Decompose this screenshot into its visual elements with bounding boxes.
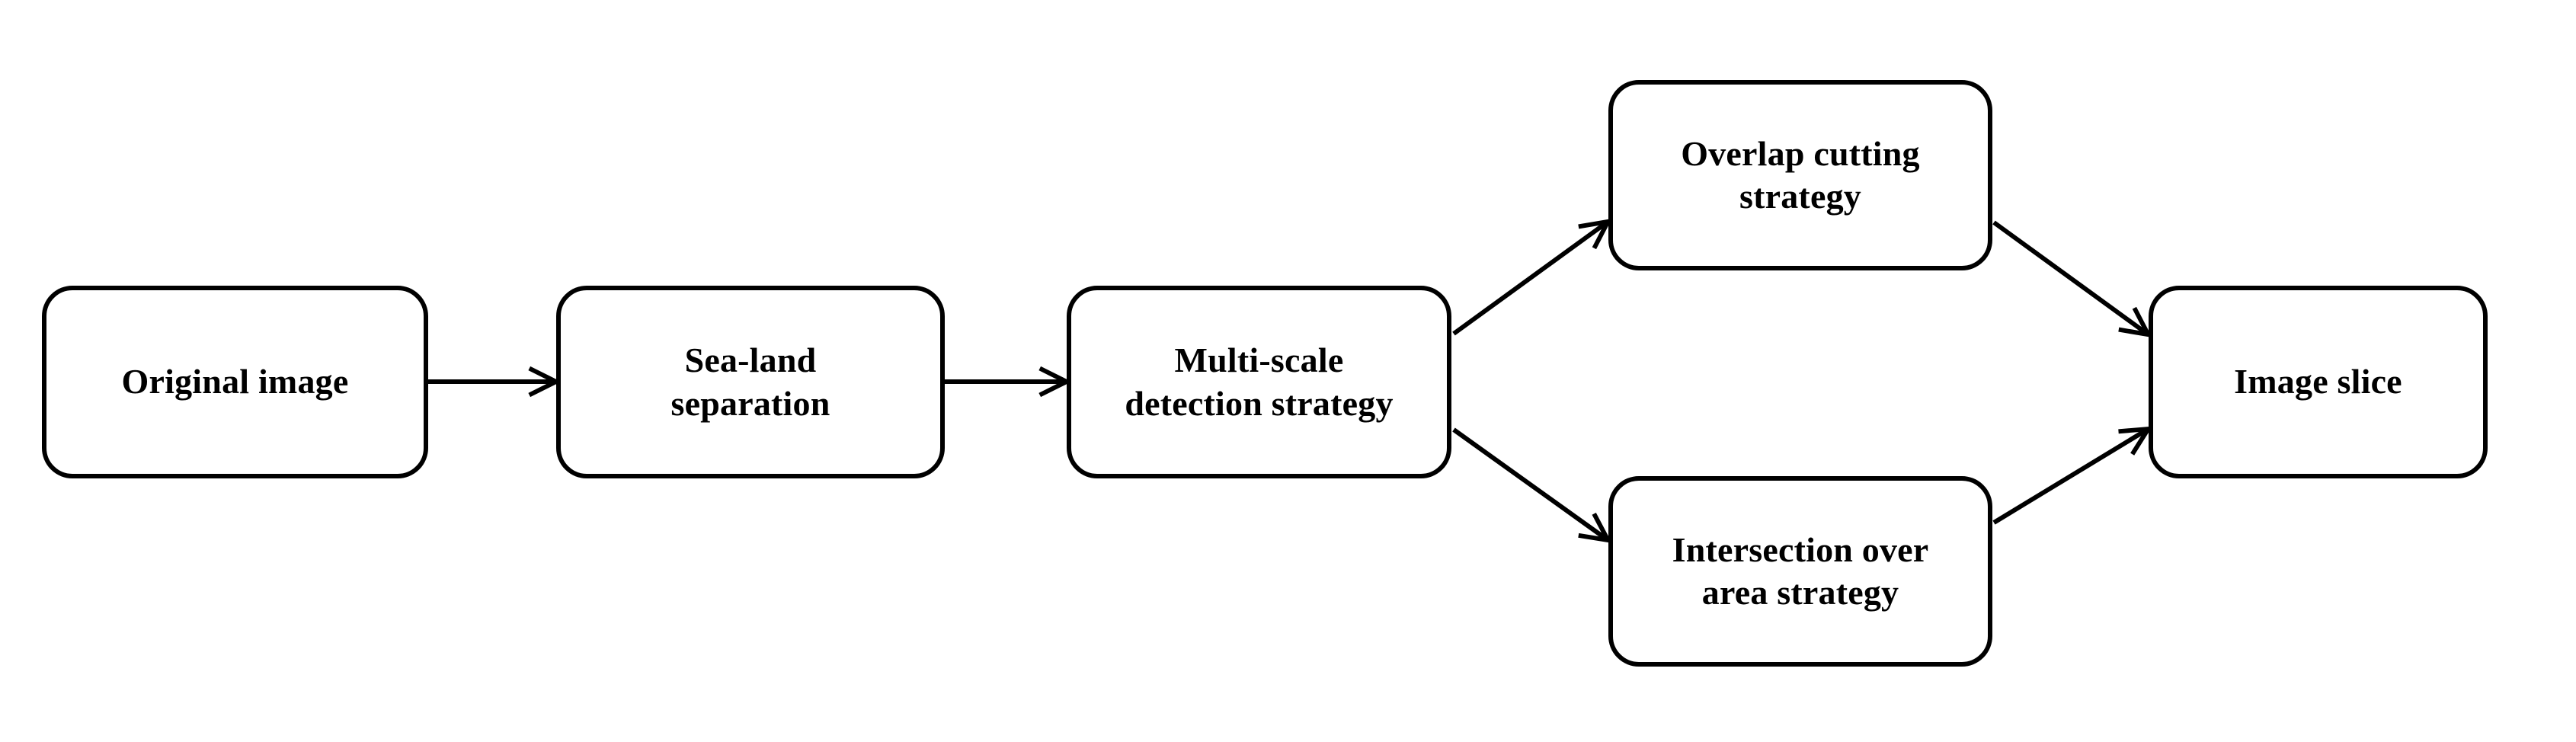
- node-multi-scale-detection-strategy[interactable]: Multi-scale detection strategy: [1067, 286, 1451, 478]
- edge-multiscale-to-overlap: [1452, 222, 1607, 336]
- node-original-image[interactable]: Original image: [42, 286, 428, 478]
- node-label-image-slice: Image slice: [2234, 362, 2402, 401]
- edge-multiscale-to-intersection: [1452, 427, 1607, 539]
- node-sea-land-separation[interactable]: Sea-land separation: [556, 286, 945, 478]
- node-intersection-over-area-strategy[interactable]: Intersection over area strategy: [1608, 476, 1992, 667]
- node-label-multi-scale-detection-strategy: Multi-scale detection strategy: [1125, 341, 1394, 423]
- edge-overlap-to-imageslice: [1992, 220, 2147, 334]
- node-label-intersection-over-area-strategy: Intersection over area strategy: [1672, 529, 1929, 612]
- edge-intersection-to-imageslice: [1992, 430, 2147, 525]
- node-label-sea-land-separation: Sea-land separation: [670, 341, 830, 423]
- node-label-original-image: Original image: [121, 362, 349, 401]
- node-image-slice[interactable]: Image slice: [2149, 286, 2488, 478]
- node-label-overlap-cutting-strategy: Overlap cutting strategy: [1681, 133, 1920, 216]
- node-overlap-cutting-strategy[interactable]: Overlap cutting strategy: [1608, 80, 1992, 270]
